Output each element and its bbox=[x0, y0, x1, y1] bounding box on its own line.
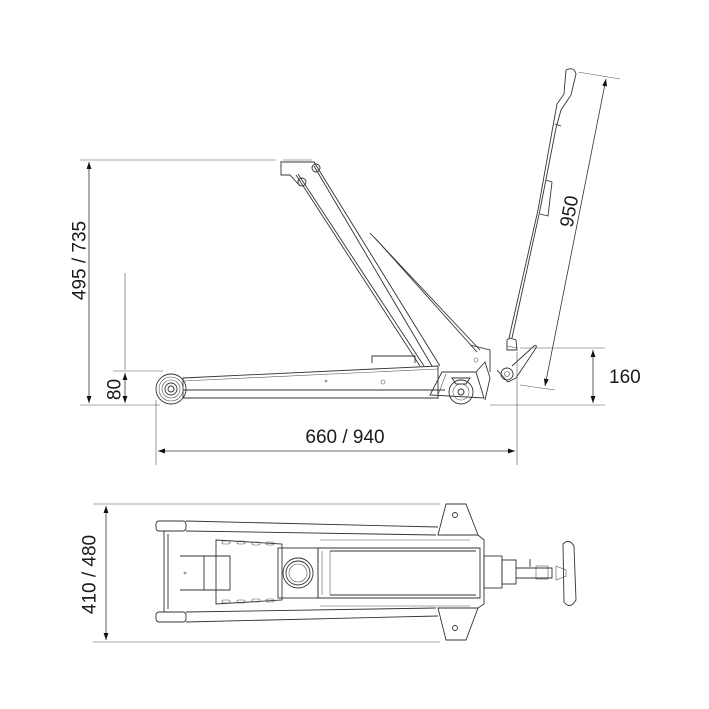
label-pivot-height: 160 bbox=[609, 367, 641, 388]
dimension-pivot-height bbox=[490, 347, 605, 406]
dimension-min-height bbox=[113, 273, 163, 403]
chassis bbox=[182, 355, 491, 401]
dimension-width bbox=[93, 503, 440, 643]
label-width: 410 / 480 bbox=[79, 534, 101, 615]
slots bbox=[221, 540, 275, 604]
top-view bbox=[93, 503, 577, 643]
dimension-length bbox=[155, 352, 518, 465]
inner-chassis bbox=[180, 539, 481, 607]
label-min-height: 80 bbox=[104, 378, 126, 401]
front-wheel bbox=[155, 373, 187, 405]
label-lift-height: 495 / 735 bbox=[69, 220, 91, 301]
dimension-handle-length bbox=[519, 71, 621, 391]
frame bbox=[155, 503, 485, 641]
label-length: 660 / 940 bbox=[305, 427, 385, 448]
rear-caster bbox=[448, 377, 474, 405]
dimension-lift-height bbox=[80, 159, 276, 406]
lifting-arm bbox=[280, 159, 491, 372]
side-view bbox=[80, 68, 621, 465]
handle-assembly bbox=[483, 541, 577, 606]
